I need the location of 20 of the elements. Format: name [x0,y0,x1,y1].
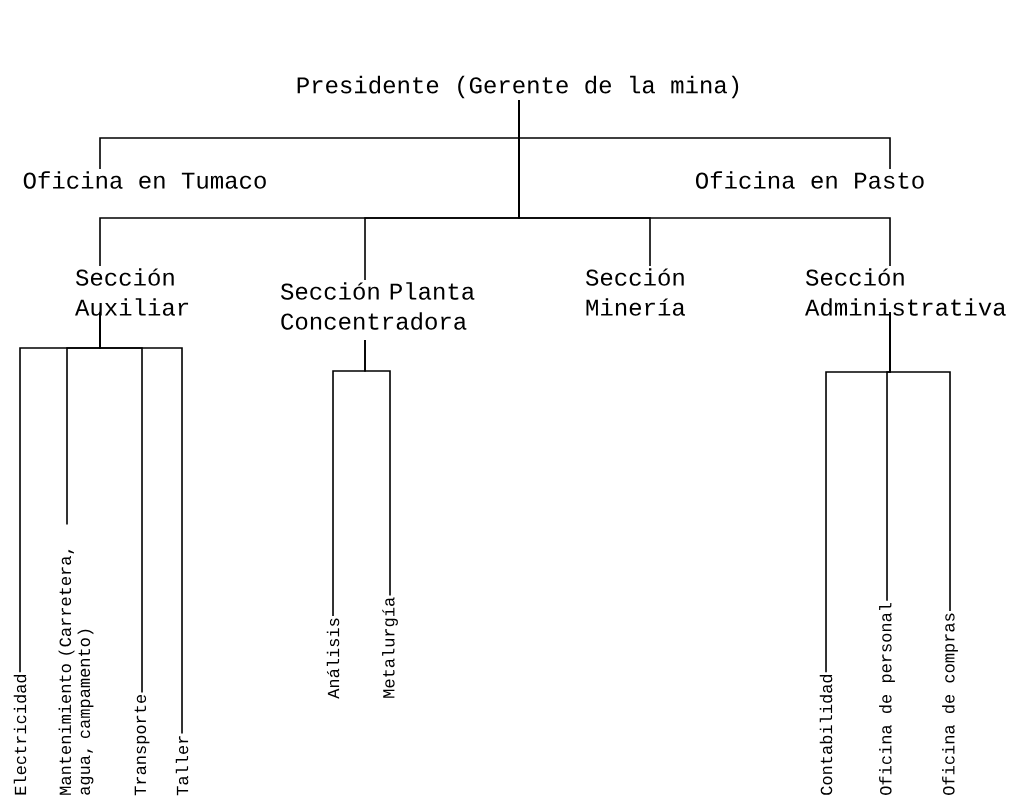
unit-label: Metalurgía [382,597,398,698]
connector-line [364,339,391,597]
unit-label: Oficina en Tumaco [23,171,266,189]
unit-label: Oficina de personal [879,602,895,795]
unit-label: Transporte [134,694,150,796]
connector-line [889,311,951,612]
unit-label: Oficina de compras [942,613,958,795]
connector-line [99,311,183,735]
unit-label: Oficina en Pasto [696,171,924,189]
connector-line [518,99,891,267]
unit-label: Análisis [326,618,340,699]
unit-label: Taller [175,736,189,796]
unit-label: Sección Planta Concentradora [280,282,475,330]
unit-label: Sección Minería [585,268,685,316]
unit-label: Sección Auxiliar [75,268,189,316]
unit-label: Contabilidad [819,674,833,795]
unit-label: Mantenimiento (Carretera, agua, campamento) [58,549,94,795]
position-label: Presidente (Gerente de la mina) [297,75,739,99]
unit-label: Electricidad [13,674,27,795]
unit-label: Sección Administrativa [805,268,1006,316]
